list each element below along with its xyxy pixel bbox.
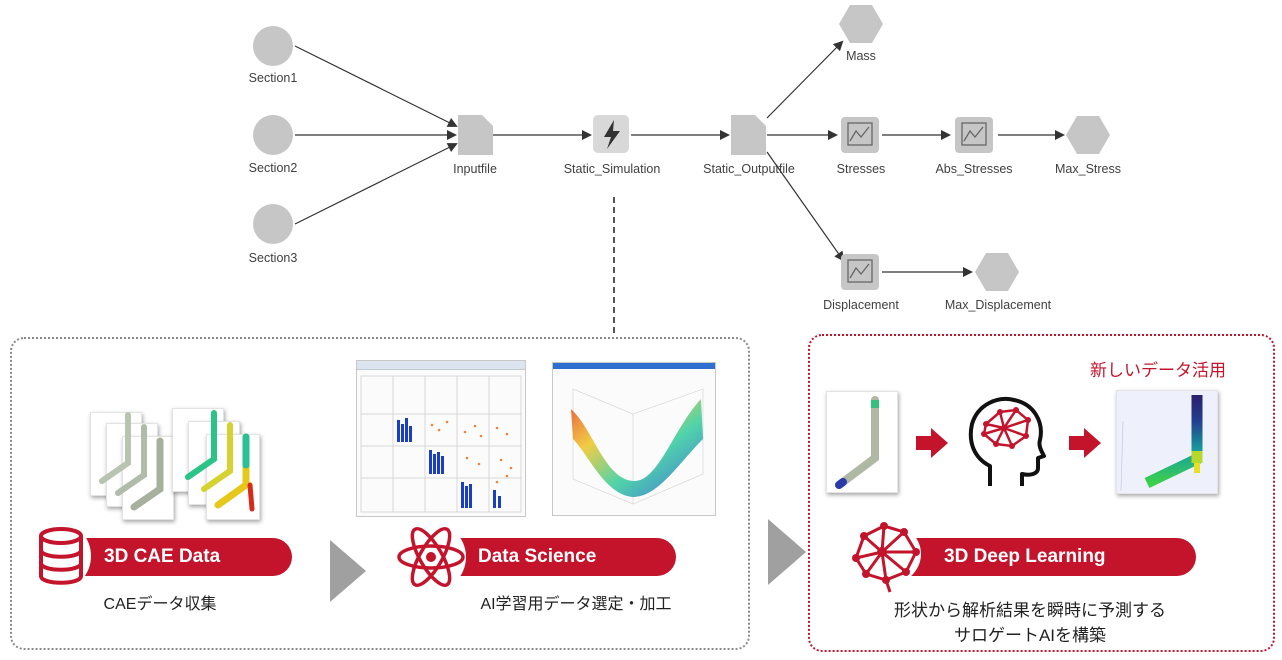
node-abs-stresses[interactable] xyxy=(955,117,993,153)
arrow-right-icon xyxy=(1069,428,1101,458)
label-section1: Section1 xyxy=(248,71,298,85)
node-static-simulation[interactable] xyxy=(593,115,629,153)
label-inputfile: Inputfile xyxy=(453,162,497,176)
data-science-title: Data Science xyxy=(478,546,597,567)
node-static-outputfile[interactable] xyxy=(731,115,766,155)
arrow-right-icon xyxy=(330,540,366,602)
arrow-right-icon xyxy=(916,428,948,458)
cae-caption: CAEデータ収集 xyxy=(103,596,217,613)
prediction-result-card xyxy=(1116,390,1218,494)
label-max-displacement: Max_Displacement xyxy=(944,298,1052,312)
database-icon xyxy=(31,523,91,589)
node-mass[interactable] xyxy=(839,5,883,43)
input-model-card xyxy=(826,391,898,493)
new-usage-label: 新しいデータ活用 xyxy=(1090,361,1226,380)
neural-net-icon xyxy=(849,522,921,593)
deep-learning-caption-line1: 形状から解析結果を瞬時に予測する xyxy=(894,601,1166,620)
data-science-caption: AI学習用データ選定・加工 xyxy=(480,596,672,613)
deep-learning-caption-line2: サロゲートAIを構築 xyxy=(953,626,1107,645)
atom-icon xyxy=(396,522,466,592)
workflow-edges xyxy=(294,40,1065,277)
workflow-graph xyxy=(253,5,1110,337)
chart-icon xyxy=(847,259,873,283)
chart-icon xyxy=(847,122,873,146)
label-displacement: Displacement xyxy=(823,298,899,312)
deep-learning-panel xyxy=(808,334,1275,652)
pipe-models xyxy=(99,410,255,512)
label-abs-stresses: Abs_Stresses xyxy=(935,162,1013,176)
node-section1[interactable] xyxy=(253,26,293,66)
surface-plot-screenshot xyxy=(552,362,716,516)
scatter-matrix-screenshot xyxy=(356,360,526,517)
node-section3[interactable] xyxy=(253,204,293,244)
lightning-icon xyxy=(604,120,620,149)
node-inputfile[interactable] xyxy=(458,115,493,155)
node-section2[interactable] xyxy=(253,115,293,155)
deep-learning-title: 3D Deep Learning xyxy=(944,546,1106,567)
label-max-stress: Max_Stress xyxy=(1055,162,1121,176)
arrow-right-icon xyxy=(768,519,806,585)
node-stresses[interactable] xyxy=(841,117,879,153)
label-stresses: Stresses xyxy=(836,162,886,176)
label-static-simulation: Static_Simulation xyxy=(563,162,661,176)
node-displacement[interactable] xyxy=(841,254,879,290)
data-pipeline-panel xyxy=(10,337,750,650)
label-section2: Section2 xyxy=(248,161,298,175)
label-static-outputfile: Static_Outputfile xyxy=(703,162,795,176)
chart-icon xyxy=(961,122,987,146)
label-mass: Mass xyxy=(846,49,876,63)
cae-data-title: 3D CAE Data xyxy=(104,546,221,567)
brain-head-icon xyxy=(968,397,1046,486)
node-max-displacement[interactable] xyxy=(975,253,1019,291)
label-section3: Section3 xyxy=(248,251,298,265)
node-max-stress[interactable] xyxy=(1066,116,1110,154)
